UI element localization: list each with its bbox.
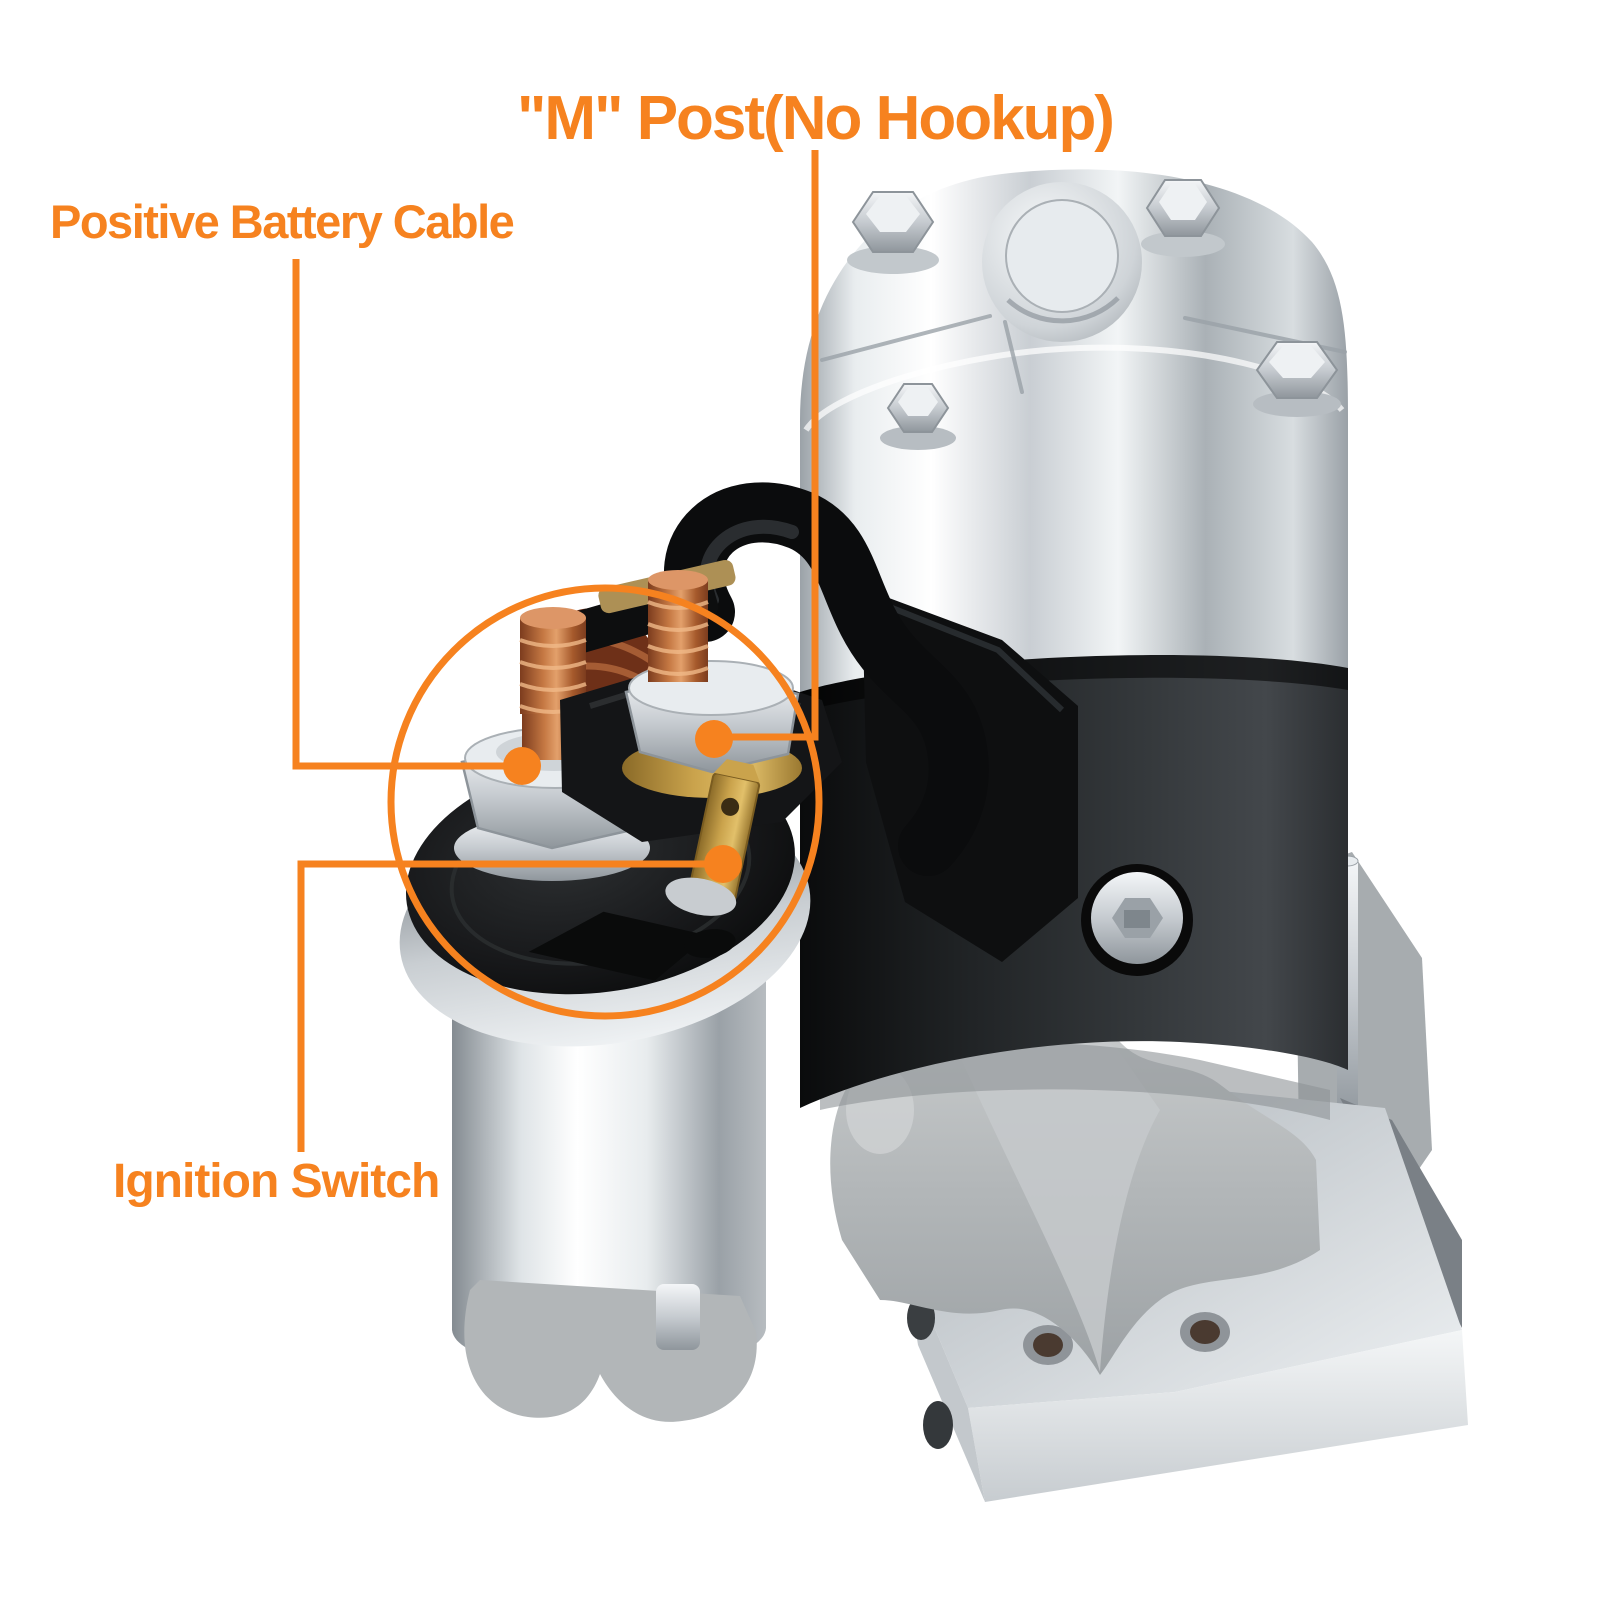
- mount-hole: [1033, 1333, 1063, 1357]
- m-post-marker-dot: [695, 720, 733, 758]
- ignition-leader-line: [297, 860, 723, 1152]
- cable-boot: [664, 482, 1078, 962]
- positive-cable-leader-line: [292, 259, 520, 770]
- ignition-switch-label: Ignition Switch: [113, 1155, 440, 1208]
- solenoid-pin: [656, 1284, 700, 1350]
- positive-cable-marker-dot: [503, 747, 541, 785]
- cap-bolt: [1253, 341, 1341, 417]
- ignition-marker-dot: [704, 845, 742, 883]
- callout-circle: [387, 584, 823, 1020]
- mount-hole: [1190, 1320, 1220, 1344]
- cap-bolt: [847, 191, 939, 274]
- chrome-cap: [800, 169, 1348, 692]
- annotation-layer: [292, 150, 823, 1152]
- drive-housing-foot: [464, 1280, 757, 1422]
- m-post: [622, 570, 802, 798]
- positive-battery-cable-label: Positive Battery Cable: [50, 195, 515, 248]
- cap-bolt: [1141, 179, 1225, 257]
- m-post-leader-line: [715, 150, 819, 741]
- solenoid: [399, 559, 842, 1422]
- m-post-label: "M" Post(No Hookup): [517, 84, 1115, 153]
- cap-bolt: [880, 383, 956, 450]
- block-side-hole: [923, 1401, 953, 1449]
